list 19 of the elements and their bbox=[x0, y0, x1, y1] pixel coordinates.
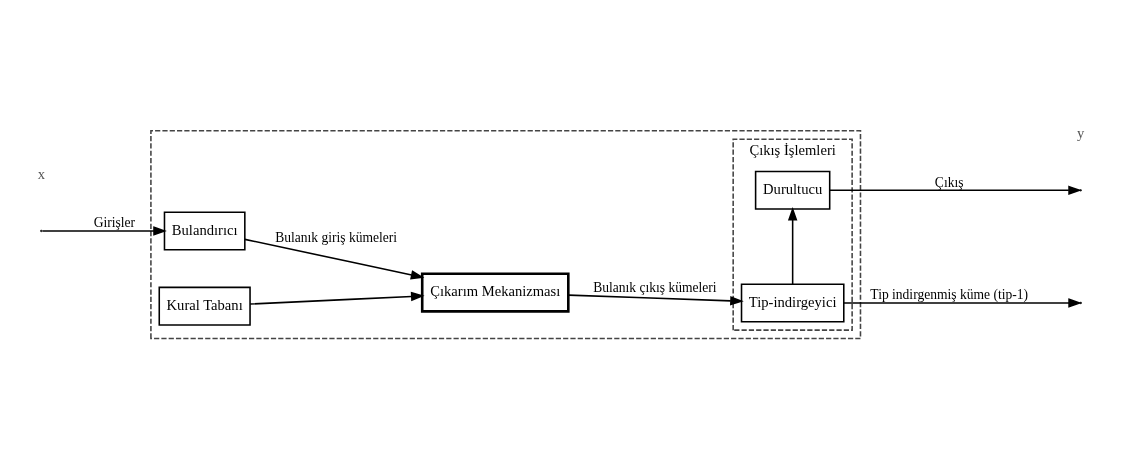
edge-label: Tip indirgenmiş küme (tip-1) bbox=[870, 287, 1029, 303]
arrow bbox=[244, 238, 425, 280]
label: x bbox=[37, 165, 45, 182]
label: y bbox=[1077, 124, 1085, 141]
edge-label: Bulanık giriş kümeleri bbox=[275, 229, 398, 245]
node-box: Çıkarım Mekanizması bbox=[420, 272, 570, 313]
edge-label: Girişler bbox=[93, 215, 136, 231]
node-box: Tip-indirgeyici bbox=[740, 283, 845, 323]
node-box: Kural Tabanı bbox=[158, 286, 251, 326]
edge-label: Çıkış bbox=[934, 174, 964, 190]
arrow bbox=[843, 298, 1082, 308]
arrow bbox=[41, 226, 167, 236]
edge-label: Bulanık çıkış kümeleri bbox=[593, 279, 717, 295]
arrow bbox=[787, 206, 798, 285]
node-box: Durultucu bbox=[754, 170, 831, 210]
arrow bbox=[829, 185, 1082, 196]
node-box: Bulandırıcı bbox=[163, 211, 246, 251]
arrow bbox=[249, 291, 425, 305]
arrow bbox=[567, 294, 744, 306]
